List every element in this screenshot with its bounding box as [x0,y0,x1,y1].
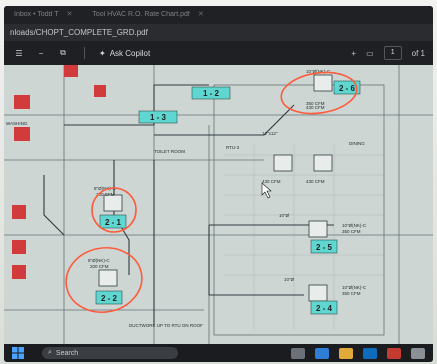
toolbar-divider [84,47,85,59]
close-icon[interactable]: ✕ [197,11,204,18]
markup-circle [65,247,143,313]
grille-label-2-6: 2 - 6 [339,84,356,93]
taskbar-search[interactable]: ⌕ Search [42,347,178,359]
toilet-room-note: TOILET ROOM [154,149,185,154]
address-bar[interactable]: nloads/CHOPT_COMPLETE_GRD.pdf [4,24,433,41]
grille-label-2-4: 2 - 4 [316,304,333,313]
copilot-icon: ✦ [99,48,106,58]
address-text: nloads/CHOPT_COMPLETE_GRD.pdf [10,28,148,37]
search-icon: ⌕ [48,349,52,356]
cfm-note: 350 CFM [342,291,361,296]
sidebar-toggle-icon[interactable]: ☰ [15,48,23,58]
rtu-label: RTU-3 [226,145,240,150]
room-label: WASHING [6,121,28,126]
cfm-note: 8"Ø(NK)-C [88,258,110,263]
pdf-document-view[interactable]: 1 - 2 1 - 3 2 - 6 2 - 1 2 - 5 2 - 2 2 - … [4,65,433,345]
duct-size-note: 12"x12" [262,131,278,136]
page-number-input[interactable]: 1 [383,46,402,60]
grille-label-1-2: 1 - 2 [203,89,220,98]
pdf-toolbar: ☰ − ⧉ ✦ Ask Copilot + ▭ 1 of 1 [4,41,433,65]
cfm-note: 350 CFM [306,101,325,106]
file-explorer-icon[interactable] [339,347,353,359]
zoom-in-button[interactable]: + [351,48,357,58]
cfm-note: 350 CFM [342,229,361,234]
cfm-note: 200 CFM [96,192,115,197]
ductwork-note: DUCTWORK UP TO RTU ON ROOF [129,323,203,328]
close-icon[interactable]: ✕ [66,11,73,18]
cfm-note: 430 CFM [306,105,325,110]
cfm-note: 10"Ø(NK)-C [342,223,367,228]
grille-label-2-1: 2 - 1 [105,218,122,227]
cfm-note: 8"Ø(NK)-C [94,186,116,191]
browser-tab-bar: Inbox • Todd T ✕ Tool HVAC R.O. Rate Cha… [4,6,433,24]
edge-icon[interactable] [315,347,329,359]
grille-label-2-2: 2 - 2 [101,294,118,303]
page-view-icon[interactable]: ⧉ [60,48,66,57]
mouse-cursor-icon [261,182,272,199]
duct-size-note: 10"Ø [284,277,295,282]
hvac-floor-plan: 1 - 2 1 - 3 2 - 6 2 - 1 2 - 5 2 - 2 2 - … [4,65,433,345]
page-total: of 1 [411,48,425,58]
markup-circle [91,187,137,233]
cfm-note: 430 CFM [306,179,325,184]
cfm-note: 430 CFM [262,179,281,184]
monitor-screen: Inbox • Todd T ✕ Tool HVAC R.O. Rate Cha… [4,6,433,362]
cfm-note: 10"Ø(NK)-C [306,69,331,74]
outlook-icon[interactable] [363,347,377,359]
zoom-out-icon[interactable]: − [38,48,44,58]
tab-label: Tool HVAC R.O. Rate Chart.pdf [92,11,190,18]
copilot-label: Ask Copilot [109,48,151,58]
search-label: Search [55,349,79,357]
settings-icon[interactable] [411,347,425,359]
fit-page-icon[interactable]: ▭ [366,48,374,58]
windows-start-icon[interactable] [12,347,24,359]
duct-size-note: 10"Ø [279,213,290,218]
task-view-icon[interactable] [291,347,305,359]
windows-taskbar: ⌕ Search [4,344,433,362]
taskbar-apps [291,347,425,359]
pdf-toolbar-right: + ▭ 1 of 1 [351,46,425,60]
tab-label: Inbox • Todd T [14,11,59,18]
browser-tab-inbox[interactable]: Inbox • Todd T ✕ [4,6,82,24]
browser-tab-pdf[interactable]: Tool HVAC R.O. Rate Chart.pdf ✕ [82,6,213,24]
cfm-note: 10"Ø(NK)-C [342,285,367,290]
office-icon[interactable] [387,347,401,359]
markup-circle [280,71,358,115]
room-label: DINING [349,141,365,146]
cfm-note: 200 CFM [90,264,109,269]
grille-label-1-3: 1 - 3 [150,113,167,122]
grille-label-2-5: 2 - 5 [316,243,333,252]
ask-copilot-button[interactable]: ✦ Ask Copilot [99,49,150,58]
